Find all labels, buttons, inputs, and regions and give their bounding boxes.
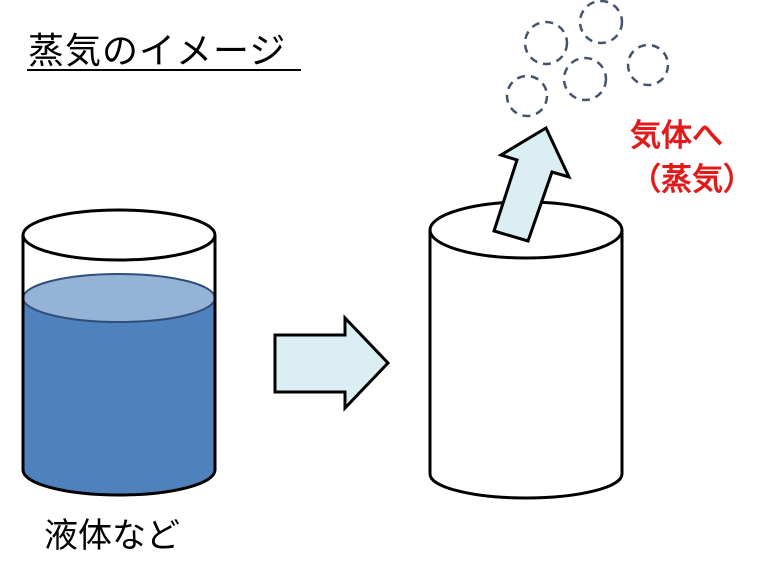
- liquid-surface: [22, 273, 216, 323]
- bubble-icon: [578, 0, 624, 45]
- bubble-icon: [523, 20, 569, 66]
- title-underline: [27, 69, 301, 71]
- cylinder-rim: [21, 208, 217, 262]
- bubble-icon: [505, 74, 549, 118]
- bubble-icon: [562, 56, 608, 102]
- gas-label-line1: 気体へ: [630, 118, 723, 154]
- liquid-cylinder: [21, 208, 217, 497]
- liquid-body: [23, 298, 215, 495]
- right-arrow-icon: [273, 314, 391, 412]
- gas-label-line2: （蒸気）: [630, 162, 754, 198]
- up-arrow-icon: [492, 125, 572, 243]
- page-title: 蒸気のイメージ: [28, 31, 287, 72]
- bubble-icon: [626, 43, 670, 87]
- liquid-label: 液体など: [44, 516, 180, 556]
- empty-cylinder: [428, 200, 624, 500]
- gas-label: 気体へ （蒸気）: [630, 114, 754, 202]
- vapor-bubbles: [505, 0, 670, 118]
